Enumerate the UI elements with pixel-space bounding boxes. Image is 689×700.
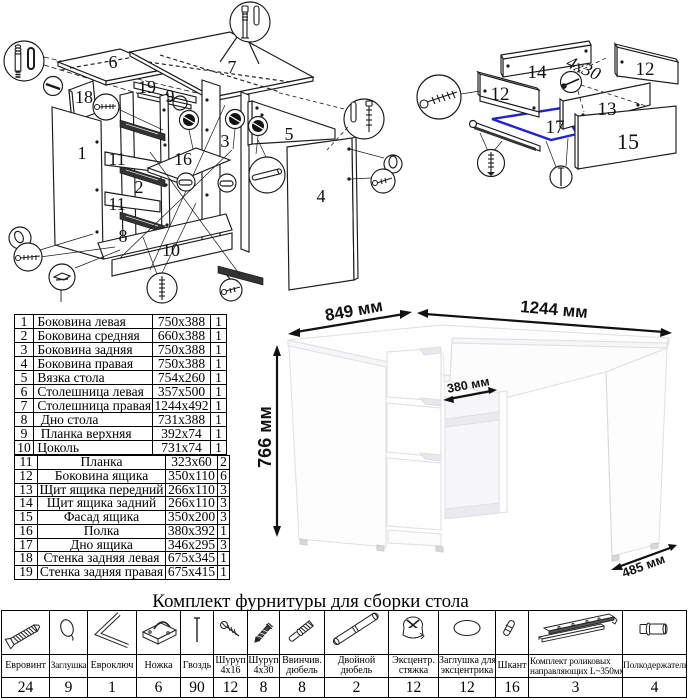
svg-text:14: 14 (528, 62, 548, 83)
svg-text:15: 15 (617, 129, 639, 154)
svg-text:3: 3 (221, 131, 230, 151)
svg-text:16: 16 (174, 149, 192, 169)
svg-text:485 мм: 485 мм (620, 551, 667, 580)
svg-text:849 мм: 849 мм (324, 296, 385, 325)
svg-text:4: 4 (317, 186, 326, 206)
svg-text:5: 5 (285, 124, 294, 144)
svg-text:13: 13 (598, 99, 617, 120)
svg-text:11: 11 (108, 194, 125, 214)
svg-text:12: 12 (636, 59, 655, 80)
svg-text:9: 9 (166, 86, 175, 106)
svg-text:17: 17 (546, 117, 565, 138)
svg-text:1: 1 (78, 143, 87, 163)
svg-text:10: 10 (162, 240, 180, 260)
svg-text:6: 6 (109, 52, 118, 72)
svg-text:1244 мм: 1244 мм (519, 297, 588, 322)
svg-text:12: 12 (491, 84, 510, 105)
svg-text:2: 2 (135, 177, 144, 197)
svg-text:766 мм: 766 мм (255, 406, 275, 468)
svg-text:19: 19 (138, 77, 156, 97)
svg-text:18: 18 (75, 87, 93, 107)
svg-text:8: 8 (119, 226, 128, 246)
svg-text:7: 7 (228, 57, 237, 77)
svg-text:11: 11 (108, 149, 125, 169)
